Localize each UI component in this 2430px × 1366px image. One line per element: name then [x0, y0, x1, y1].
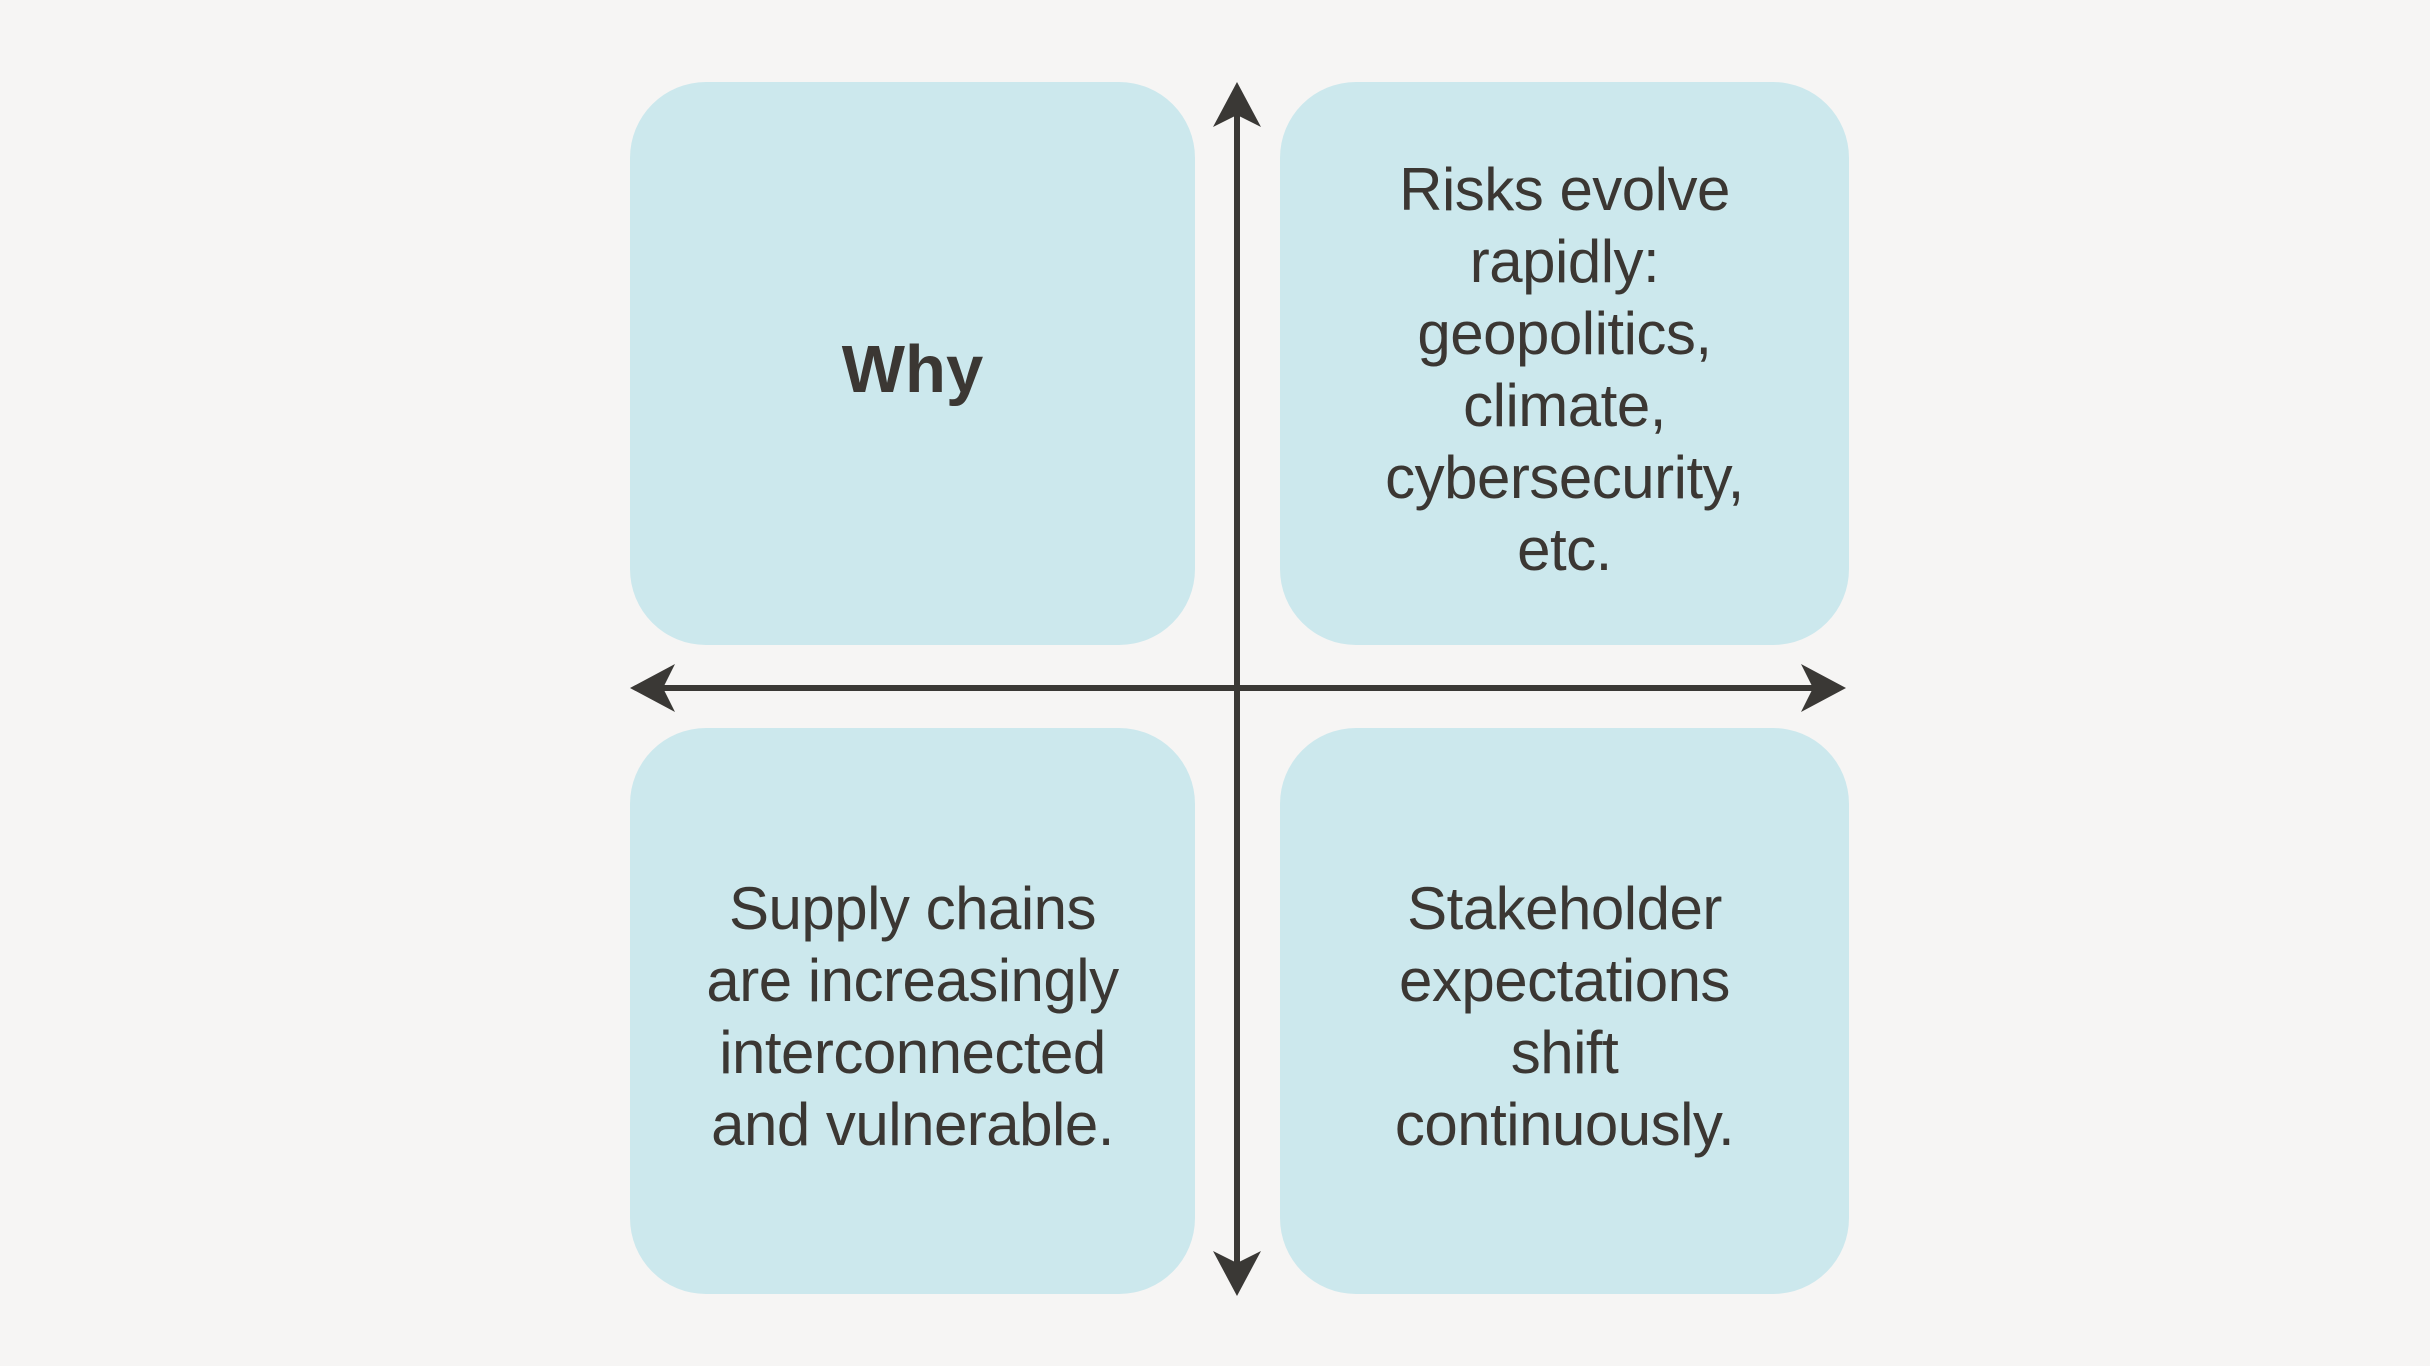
- quadrant-box-top-left: Why: [630, 82, 1195, 645]
- arrow-down-icon: [1213, 1251, 1261, 1296]
- quadrant-bottom-right-label: Stakeholder expectations shift continuou…: [1394, 875, 1735, 1158]
- quadrant-box-bottom-right: Stakeholder expectations shift continuou…: [1280, 728, 1849, 1294]
- arrow-left-icon: [630, 664, 675, 712]
- arrow-right-icon: [1801, 664, 1846, 712]
- quadrant-top-left-label: Why: [841, 331, 984, 407]
- quadrant-top-right-label: Risks evolve rapidly: geopolitics, clima…: [1385, 155, 1744, 583]
- quadrant-box-bottom-left: Supply chains are increasingly interconn…: [630, 728, 1195, 1294]
- quadrant-box-top-right: Risks evolve rapidly: geopolitics, clima…: [1280, 82, 1849, 645]
- quadrant-bottom-left-label: Supply chains are increasingly interconn…: [706, 875, 1119, 1158]
- arrow-up-icon: [1213, 82, 1261, 127]
